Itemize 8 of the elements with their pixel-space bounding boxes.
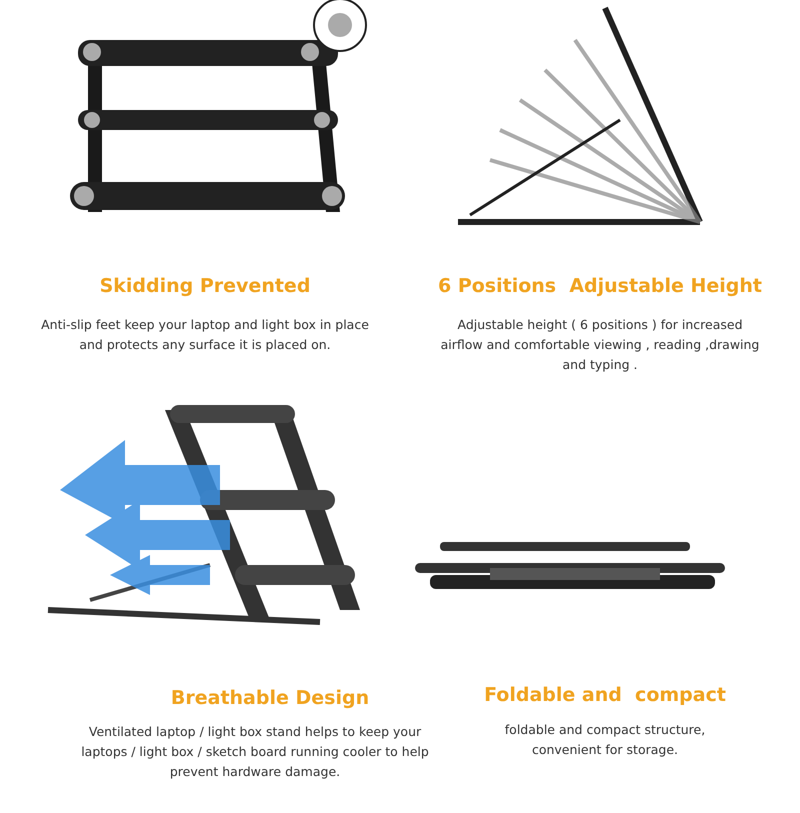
feature-description: Anti-slip feet keep your laptop and light box in place and protects any surface it is placed on.: [40, 316, 370, 354]
feature-description: Adjustable height ( 6 positions ) for increased airflow and comfortable viewing , reading ,drawing and typing .: [440, 316, 760, 374]
feature-heading: 6 Positions Adjustable Height: [436, 275, 764, 297]
feature-description: Ventilated laptop / light box stand helps to keep your laptops / light box / sketch board running cooler to help prevent hardware damage.: [80, 723, 430, 781]
feature-description: foldable and compact structure, convenient for storage.: [504, 721, 706, 759]
feature-heading: Foldable and compact: [483, 684, 727, 706]
feature-heading: Breathable Design: [170, 687, 370, 709]
feature-heading: Skidding Prevented: [98, 275, 312, 297]
